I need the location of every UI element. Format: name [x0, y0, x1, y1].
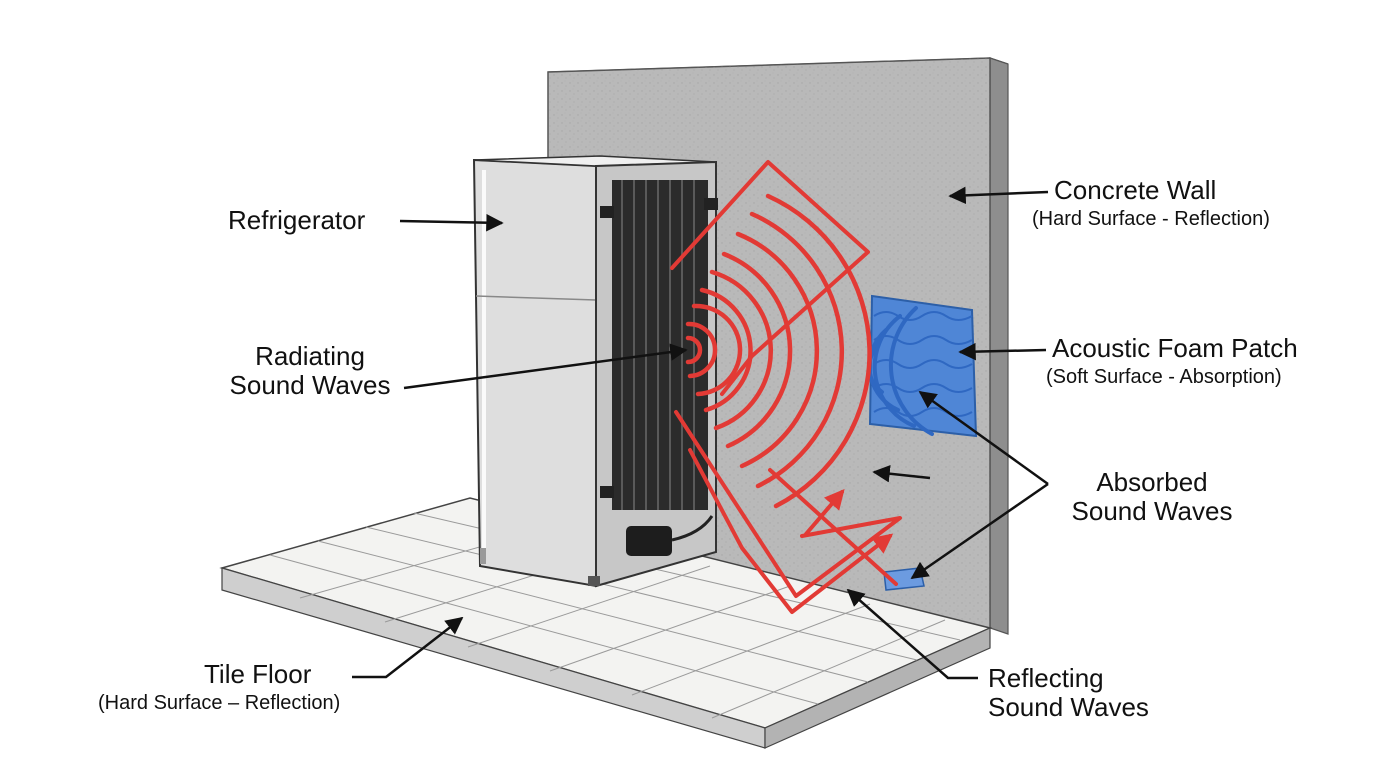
reflecting-sound-waves	[670, 160, 902, 614]
label-absorbed-line2: Sound Waves	[1071, 496, 1233, 527]
acoustic-foam-patch	[868, 294, 978, 438]
leader-foam-patch	[958, 342, 1047, 361]
leader-wall-surface	[872, 464, 931, 483]
label-radiating-line2: Sound Waves	[229, 370, 391, 401]
label-radiating-line1: Radiating	[255, 341, 365, 371]
label-reflecting-sound-waves: Reflecting Sound Waves	[988, 663, 1149, 723]
leader-reflecting	[846, 588, 978, 680]
label-tile-floor-sub: (Hard Surface – Reflection)	[98, 692, 341, 714]
leader-lines	[352, 186, 1049, 680]
leader-radiating	[403, 343, 688, 390]
label-refrigerator: Refrigerator	[228, 205, 366, 235]
leader-absorbed-2	[910, 482, 1049, 580]
refrigerator	[472, 155, 718, 588]
label-acoustic-foam-patch-sub: (Soft Surface - Absorption)	[1046, 366, 1282, 388]
leader-refrigerator	[399, 213, 504, 232]
leader-concrete-wall	[948, 186, 1049, 205]
radiating-sound-waves	[685, 193, 872, 509]
tile-floor	[219, 497, 993, 749]
label-acoustic-foam-patch: Acoustic Foam Patch	[1052, 333, 1298, 363]
label-absorbed-sound-waves: Absorbed Sound Waves	[1052, 467, 1252, 527]
label-radiating-sound-waves: Radiating Sound Waves	[212, 341, 408, 401]
label-concrete-wall-sub: (Hard Surface - Reflection)	[1032, 208, 1270, 230]
label-tile-floor: Tile Floor	[204, 659, 312, 689]
label-reflecting-line2: Sound Waves	[988, 692, 1149, 723]
label-concrete-wall: Concrete Wall	[1054, 175, 1217, 205]
label-absorbed-line1: Absorbed	[1096, 467, 1208, 497]
leader-absorbed-1	[918, 390, 1049, 486]
leader-tile-floor	[352, 616, 464, 679]
label-reflecting-line1: Reflecting	[988, 663, 1104, 693]
